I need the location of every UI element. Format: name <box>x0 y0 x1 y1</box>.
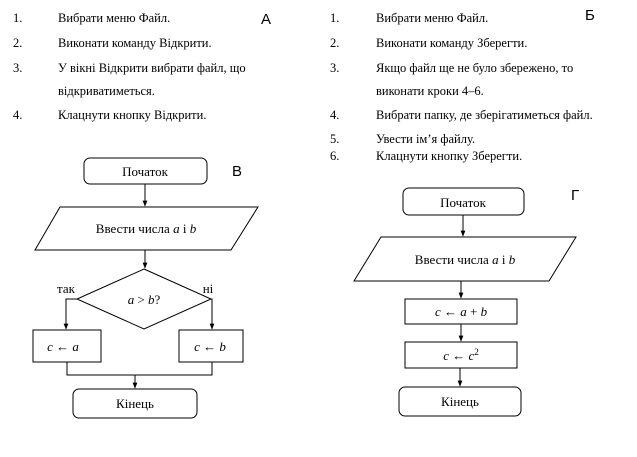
g-step1-text: c ← a + b <box>435 304 488 319</box>
v-no-label: ні <box>203 281 214 296</box>
list-b-num-6: 6. <box>330 149 340 163</box>
list-b-item-5: Увести ім’я файлу. <box>376 132 476 146</box>
label-g: Г <box>571 187 580 204</box>
v-yes-label: так <box>57 281 76 296</box>
g-end-text: Кінець <box>441 394 479 409</box>
flowchart-v <box>32 157 259 419</box>
list-b-item-4: Вибрати папку, де зберігатиметься файл. <box>376 108 593 122</box>
g-start-text: Початок <box>440 195 487 210</box>
v-left-action-text: c ← a <box>47 339 79 354</box>
g-step2-box <box>404 341 518 369</box>
label-v: В <box>232 163 243 180</box>
g-step2-text: c ← c2 <box>443 347 479 363</box>
v-right-action-box <box>178 329 244 363</box>
list-b-item-6: Клацнути кнопку Зберегти. <box>376 149 523 163</box>
v-condition-text: a > b? <box>128 292 161 307</box>
list-a-item-3-line-2: відкриватиметься. <box>58 84 155 98</box>
list-a-num-1: 1. <box>13 11 23 25</box>
v-end-terminator <box>72 388 198 419</box>
g-input-text: Ввести числа a і b <box>415 252 516 267</box>
list-b-num-2: 2. <box>330 36 340 50</box>
v-left-action-box <box>32 329 102 363</box>
list-b-num-4: 4. <box>330 108 340 122</box>
list-a-item-2: Виконати команду Відкрити. <box>58 36 212 50</box>
v-start-text: Початок <box>122 164 169 179</box>
list-b-item-1: Вибрати меню Файл. <box>376 11 489 25</box>
v-arrow-no <box>209 298 215 330</box>
label-b: Б <box>585 7 595 24</box>
v-merge-line <box>66 362 213 376</box>
v-decision-diamond <box>75 268 213 330</box>
list-b-item-3-line-2: виконати кроки 4–6. <box>376 84 484 98</box>
list-b-num-1: 1. <box>330 11 340 25</box>
label-a: А <box>261 11 272 28</box>
list-a-item-3-line-1: У вікні Відкрити вибрати файл, що <box>58 61 246 75</box>
v-input-parallelogram <box>34 206 259 251</box>
list-a-num-3: 3. <box>13 61 23 75</box>
g-end-terminator <box>398 386 522 417</box>
v-arrow-yes <box>63 298 77 330</box>
g-input-parallelogram <box>353 236 577 282</box>
g-step1-box <box>404 298 518 325</box>
list-a-num-4: 4. <box>13 108 23 122</box>
flowchart-g-text: Початок Ввести числа a і b c ← a + b c ←… <box>415 195 516 409</box>
list-a-item-4: Клацнути кнопку Відкрити. <box>58 108 207 122</box>
list-b-item-2: Виконати команду Зберегти. <box>376 36 528 50</box>
v-input-text: Ввести числа a і b <box>96 221 197 236</box>
v-right-action-text: c ← b <box>194 339 226 354</box>
list-b-num-5: 5. <box>330 132 340 146</box>
flowchart-v-text: Початок Ввести числа a і b a > b? так ні… <box>47 164 226 411</box>
list-a-num-2: 2. <box>13 36 23 50</box>
list-b-item-3-line-1: Якщо файл ще не було збережено, то <box>376 61 574 75</box>
list-b-num-3: 3. <box>330 61 340 75</box>
v-end-text: Кінець <box>116 396 154 411</box>
list-a-item-1: Вибрати меню Файл. <box>58 11 171 25</box>
flowchart-g <box>353 187 577 417</box>
